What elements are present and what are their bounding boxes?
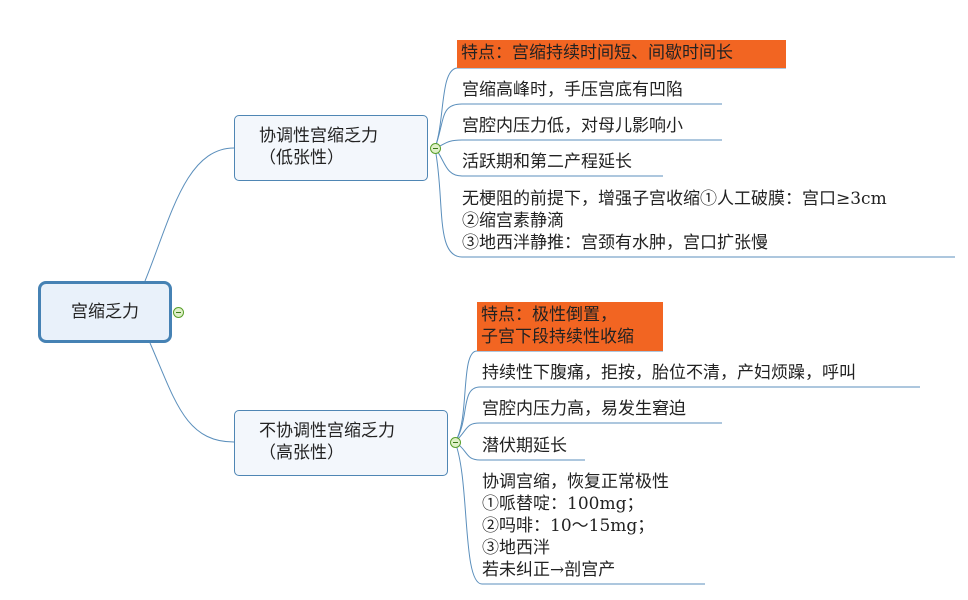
leaf-item[interactable]: 宫腔内压力高，易发生窘迫 [482, 399, 686, 419]
feature-highlight[interactable]: 特点：宫缩持续时间短、间歇时间长 [457, 40, 786, 68]
root-node[interactable]: 宫缩乏力 [38, 281, 172, 343]
leaf-item[interactable]: 宫腔内压力低，对母儿影响小 [462, 116, 683, 136]
treatment-line: ②吗啡：10～15mg； [482, 516, 655, 536]
highlight-line: 子宫下段持续性收缩 [481, 327, 634, 347]
leaf-item[interactable]: 潜伏期延长 [482, 436, 567, 456]
collapse-icon[interactable] [450, 437, 461, 448]
leaf-item[interactable]: 宫缩高峰时，手压宫底有凹陷 [462, 80, 683, 100]
treatment-item[interactable]: 协调宫缩，恢复正常极性 ①哌替啶：100mg； ②吗啡：10～15mg； ③地西… [482, 471, 669, 581]
branch-title: 协调性宫缩乏力 [259, 126, 378, 146]
highlight-line: 特点：极性倒置， [481, 305, 617, 325]
treatment-line: 协调宫缩，恢复正常极性 [482, 472, 669, 492]
branch-subtitle: （低张性） [259, 148, 344, 168]
leaf-item[interactable]: 活跃期和第二产程延长 [462, 152, 632, 172]
feature-highlight[interactable]: 特点：极性倒置， 子宫下段持续性收缩 [477, 302, 663, 351]
collapse-icon[interactable] [430, 143, 441, 154]
collapse-icon[interactable] [173, 307, 184, 318]
treatment-item[interactable]: 无梗阻的前提下，增强子宫收缩①人工破膜：宫口≥3cm ②缩宫素静滴 ③地西泮静推… [462, 188, 887, 254]
treatment-line: ③地西泮静推：宫颈有水肿，宫口扩张慢 [462, 233, 768, 253]
treatment-line: 若未纠正→剖宫产 [482, 560, 616, 580]
leaf-item[interactable]: 持续性下腹痛，拒按，胎位不清，产妇烦躁，呼叫 [482, 363, 856, 383]
branch-title: 不协调性宫缩乏力 [259, 421, 395, 441]
root-label: 宫缩乏力 [71, 302, 139, 322]
treatment-line: ①哌替啶：100mg； [482, 494, 644, 514]
treatment-line: ③地西泮 [482, 538, 550, 558]
branch-node-coordinated[interactable]: 协调性宫缩乏力 （低张性） [234, 115, 428, 181]
branch-node-uncoordinated[interactable]: 不协调性宫缩乏力 （高张性） [234, 410, 448, 476]
branch-subtitle: （高张性） [259, 443, 344, 463]
treatment-line: 无梗阻的前提下，增强子宫收缩①人工破膜：宫口≥3cm [462, 189, 887, 209]
treatment-line: ②缩宫素静滴 [462, 211, 564, 231]
